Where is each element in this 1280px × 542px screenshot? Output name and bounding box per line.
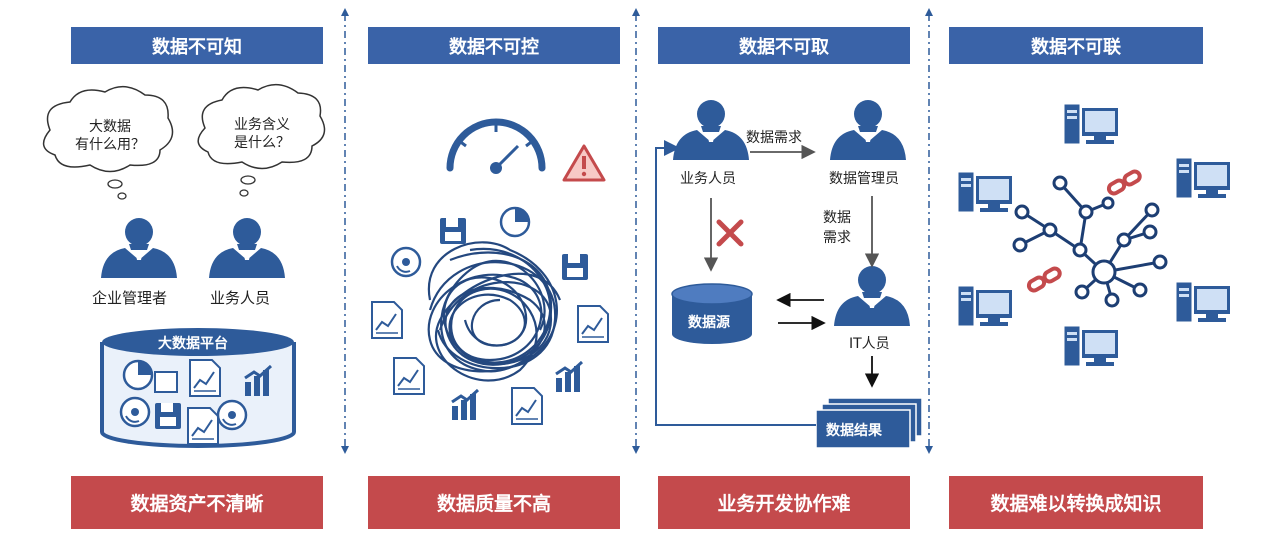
header-col1: 数据不可知 (71, 27, 323, 64)
server-pc-icon-6 (1063, 325, 1119, 367)
manager-label: 企业管理者 (92, 289, 168, 307)
data-request-side-line2: 需求 (823, 230, 851, 246)
business-staff-icon (673, 100, 749, 160)
it-staff-icon (834, 266, 910, 326)
floppy-icon-3 (562, 254, 588, 280)
business-staff-label-2: 业务人员 (680, 171, 736, 187)
bubble-right-line1: 业务含义 (234, 117, 290, 133)
header-col2: 数据不可控 (368, 27, 620, 64)
thought-cloud-right (197, 84, 326, 197)
bar-chart-icon-2 (554, 360, 584, 394)
network-hub (1012, 175, 1168, 308)
server-pc-icon-1 (1063, 103, 1119, 145)
business-person-icon (209, 218, 285, 278)
floppy-icon (155, 403, 181, 429)
broken-link-icon (1105, 167, 1144, 198)
doc-icon (187, 407, 219, 445)
data-source-label: 数据源 (688, 315, 730, 331)
blocked-x-icon (716, 219, 744, 247)
divider-2 (632, 8, 640, 454)
data-result-stack (815, 397, 923, 449)
warning-icon (562, 144, 606, 182)
broken-link-icon-2 (1025, 264, 1064, 295)
report-doc-icon (189, 359, 221, 397)
server-pc-icon-2 (957, 171, 1013, 213)
data-result-label: 数据结果 (826, 423, 882, 439)
footer-col1: 数据资产不清晰 (71, 476, 323, 529)
divider-3 (925, 8, 933, 454)
server-pc-icon-3 (1175, 157, 1231, 199)
business-staff-label: 业务人员 (210, 289, 271, 307)
platform-label: 大数据平台 (158, 336, 228, 352)
bubble-left-text: 大数据 有什么用？ (58, 118, 162, 154)
thought-cloud-left (42, 86, 174, 200)
divider-1 (341, 8, 349, 454)
disc-icon-2 (216, 399, 248, 431)
data-manager-icon (830, 100, 906, 160)
data-manager-label: 数据管理员 (829, 171, 899, 187)
data-request-label: 数据需求 (746, 130, 802, 146)
bubble-left-line2: 有什么用？ (75, 137, 145, 153)
small-chart-icon (154, 371, 178, 393)
footer-col4: 数据难以转换成知识 (949, 476, 1203, 529)
bubble-left-line1: 大数据 (89, 119, 131, 135)
pie-chart-icon (122, 359, 154, 391)
header-col4: 数据不可联 (949, 27, 1203, 64)
disc-icon (119, 396, 151, 428)
chart-doc-icon-2 (577, 305, 609, 343)
server-pc-icon-5 (1175, 281, 1231, 323)
chart-doc-icon (371, 301, 403, 339)
bubble-right-line2: 是什么？ (234, 135, 290, 151)
floppy-icon-2 (440, 218, 466, 244)
data-request-side-line1: 数据 (823, 210, 851, 226)
manager-person-icon (101, 218, 177, 278)
disc-icon-3 (390, 246, 422, 278)
header-col3: 数据不可取 (658, 27, 910, 64)
chart-doc-icon-3 (393, 357, 425, 395)
pie-chart-icon-2 (499, 206, 531, 238)
footer-col3: 业务开发协作难 (658, 476, 910, 529)
data-request-side-label: 数据 需求 (823, 208, 851, 248)
bar-chart-icon-3 (450, 388, 480, 422)
data-source-cylinder (671, 283, 753, 344)
footer-col2: 数据质量不高 (368, 476, 620, 529)
feedback-loop-arrow (655, 140, 816, 426)
server-pc-icon-4 (957, 285, 1013, 327)
tangled-scribble (427, 241, 562, 382)
gauge-icon (446, 118, 546, 174)
chart-doc-icon-4 (511, 387, 543, 425)
bubble-right-text: 业务含义 是什么？ (210, 116, 314, 152)
it-staff-label: IT人员 (849, 336, 890, 352)
